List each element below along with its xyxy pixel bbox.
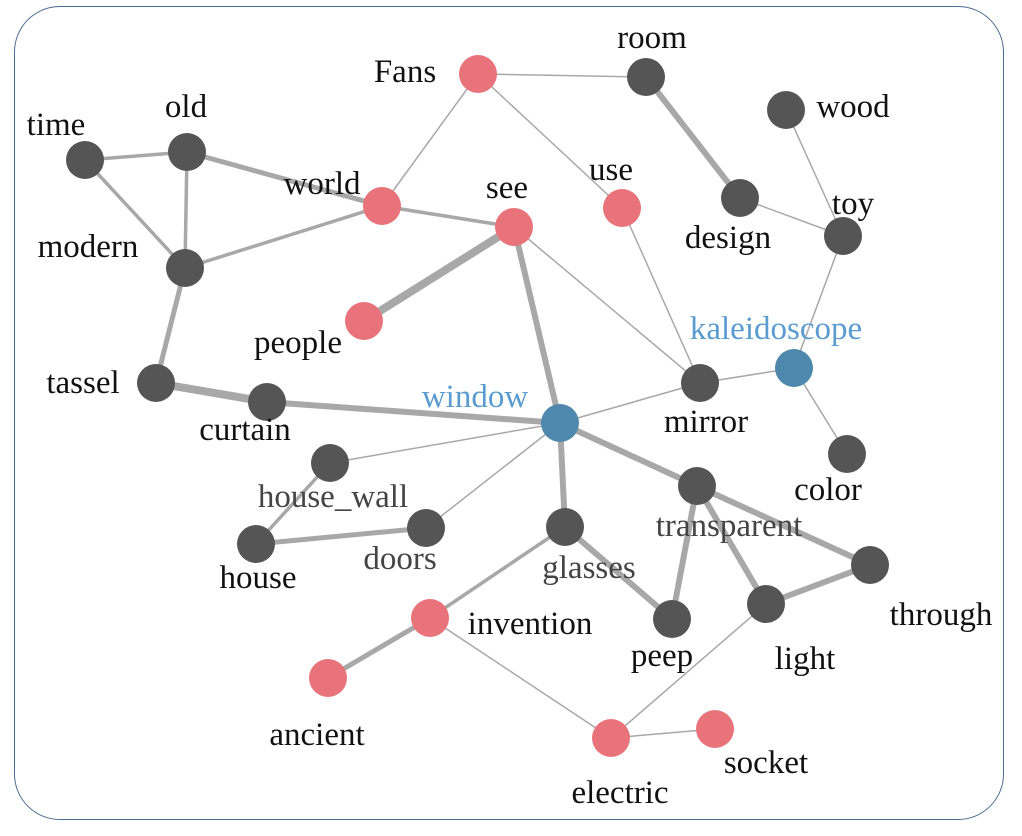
node-electric <box>592 719 630 757</box>
node-room <box>627 58 665 96</box>
node-glasses <box>546 508 584 546</box>
node-peep <box>653 600 691 638</box>
edge-fans-use <box>477 73 623 209</box>
label-kaleidoscope: kaleidoscope <box>690 311 862 347</box>
edge-transparent-through <box>694 483 873 568</box>
node-use <box>603 189 641 227</box>
node-tassel <box>137 364 175 402</box>
label-curtain: curtain <box>199 412 291 448</box>
edge-time-modern <box>83 158 187 270</box>
label-ancient: ancient <box>269 717 364 753</box>
edge-world-fans <box>381 73 479 207</box>
node-modern <box>166 249 204 287</box>
edge-house-doors <box>253 525 429 547</box>
label-transparent: transparent <box>656 508 803 544</box>
label-light: light <box>775 641 836 677</box>
edge-world-see <box>380 204 516 229</box>
edge-wood-toy <box>785 109 844 237</box>
edge-window-mirror <box>559 382 701 424</box>
edge-old-modern <box>183 150 189 270</box>
node-design <box>721 179 759 217</box>
label-electric: electric <box>571 775 668 811</box>
label-house: house <box>220 560 297 596</box>
node-layer <box>66 55 889 757</box>
edge-light-electric <box>610 603 767 739</box>
node-toy <box>824 217 862 255</box>
edge-glasses-invention <box>428 525 567 620</box>
edge-see-mirror <box>513 226 701 384</box>
label-see: see <box>486 170 528 206</box>
node-window <box>541 404 579 442</box>
edge-curtain-window <box>264 399 563 426</box>
node-see <box>495 208 533 246</box>
label-tassel: tassel <box>46 365 119 401</box>
node-through <box>851 546 889 584</box>
label-wood: wood <box>816 89 890 125</box>
node-ancient <box>309 659 347 697</box>
node-kaleidoscope <box>775 349 813 387</box>
edge-transparent-light <box>694 483 769 607</box>
label-old: old <box>165 89 208 125</box>
node-curtain <box>248 383 286 421</box>
node-world <box>363 187 401 225</box>
edge-transparent-peep <box>669 483 700 622</box>
edge-room-design <box>643 74 743 201</box>
label-doors: doors <box>363 541 436 577</box>
node-house_wall <box>311 444 349 482</box>
edge-window-house_wall <box>329 422 561 464</box>
node-doors <box>407 509 445 547</box>
label-layer: Fans room wood time old world see use design toy m… <box>27 20 993 811</box>
node-time <box>66 141 104 179</box>
edge-use-mirror <box>621 207 701 384</box>
label-color: color <box>794 472 862 508</box>
edge-invention-ancient <box>325 615 433 681</box>
label-use: use <box>589 152 633 188</box>
edge-fans-room <box>477 73 647 78</box>
node-fans <box>459 55 497 93</box>
label-toy: toy <box>832 186 875 222</box>
label-house_wall: house_wall <box>258 479 408 515</box>
label-design: design <box>685 220 771 256</box>
label-window: window <box>422 379 529 415</box>
label-glasses: glasses <box>542 550 636 586</box>
node-house <box>237 525 275 563</box>
edge-toy-kaleidoscope <box>793 235 844 369</box>
edge-invention-electric <box>429 617 612 739</box>
node-people <box>345 302 383 340</box>
label-mirror: mirror <box>664 404 748 440</box>
edge-old-world <box>184 149 385 209</box>
node-socket <box>696 710 734 748</box>
label-world: world <box>284 166 361 202</box>
label-room: room <box>617 20 687 56</box>
label-fans: Fans <box>374 54 436 90</box>
edge-see-window <box>511 224 563 426</box>
label-people: people <box>254 325 342 361</box>
node-transparent <box>678 467 716 505</box>
label-peep: peep <box>631 638 693 674</box>
edge-modern-tassel <box>153 265 188 386</box>
node-old <box>168 133 206 171</box>
node-invention <box>411 599 449 637</box>
edge-see-people <box>360 223 518 325</box>
edge-modern-world <box>183 204 384 270</box>
node-color <box>828 435 866 473</box>
edge-window-transparent <box>557 420 700 489</box>
edge-glasses-peep <box>562 524 675 622</box>
node-mirror <box>681 364 719 402</box>
label-modern: modern <box>38 229 139 265</box>
label-invention: invention <box>468 606 593 642</box>
node-wood <box>767 91 805 129</box>
node-light <box>747 585 785 623</box>
edge-window-doors <box>425 422 561 529</box>
label-through: through <box>890 597 993 633</box>
label-time: time <box>27 107 86 143</box>
label-socket: socket <box>724 745 808 781</box>
